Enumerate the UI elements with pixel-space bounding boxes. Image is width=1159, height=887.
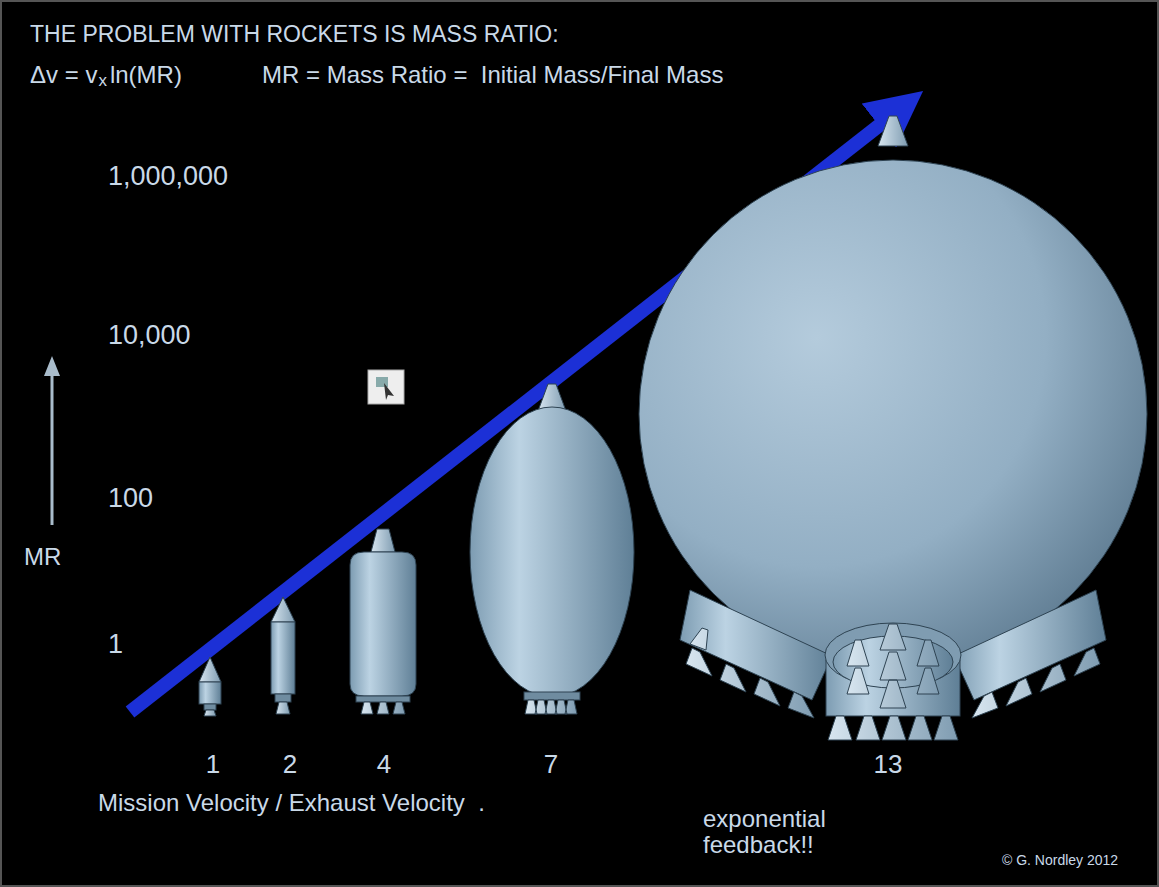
axis-tick: 10,000 [108,321,191,351]
axis-tick: 7 [544,750,558,779]
axis-title: Mission Velocity / Exhaust Velocity . [98,790,485,816]
axis-tick: 2 [283,750,297,779]
rocket-7 [470,384,634,714]
rocket-2 [271,597,295,714]
rocket-13 [639,116,1147,740]
axis-arrow [44,356,60,525]
axis-tick: 1,000,000 [108,162,228,192]
axis-tick: 13 [874,750,903,779]
axis-tick: 1 [108,630,123,660]
axis-title: MR [24,544,61,570]
cursor-icon [368,370,404,404]
axis-tick: 4 [377,750,391,779]
rocket-1 [199,657,221,716]
rocket-4 [350,529,416,714]
title: THE PROBLEM WITH ROCKETS IS MASS RATIO: [30,22,559,47]
axis-tick: 1 [206,750,220,779]
formula: ln(MR) [110,62,182,88]
formula-subscript: x [98,72,107,91]
formula: Δv = v [30,62,97,88]
note: exponential feedback!! [703,806,873,859]
copyright: © G. Nordley 2012 [1002,853,1118,868]
axis-tick: 100 [108,484,153,514]
mass-ratio-definition: MR = Mass Ratio = Initial Mass/Final Mas… [262,62,723,88]
